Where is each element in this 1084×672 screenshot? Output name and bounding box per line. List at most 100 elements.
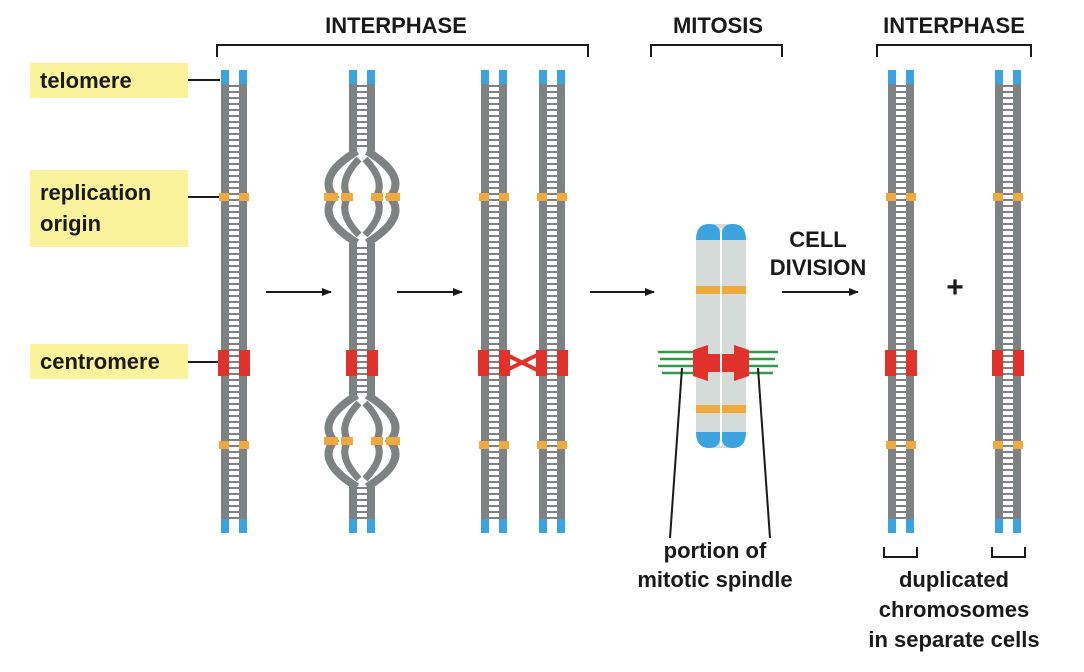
- replication-bubble-lower: [324, 391, 400, 491]
- interphase-right-title: INTERPHASE: [883, 13, 1025, 38]
- interphase-right-bracket: [876, 44, 1032, 57]
- chromatid-telomere-bottom-left: [696, 432, 720, 448]
- cell-division-label-line2: DIVISION: [770, 255, 867, 280]
- centromere-label: centromere: [30, 344, 220, 379]
- telomere-top-right: [906, 70, 914, 84]
- kinetochore-right: [734, 345, 749, 381]
- telomere-top-right: [499, 70, 507, 84]
- replication-origin-lower-left: [993, 441, 1003, 449]
- chromatid-telomere-top-right: [722, 224, 746, 240]
- dna-strand-right: [499, 70, 507, 533]
- telomere-bottom-left: [888, 519, 896, 533]
- spindle-label-line2: mitotic spindle: [637, 567, 792, 592]
- replication-origin-lower-left: [479, 441, 489, 449]
- replication-origin-label-box: [30, 170, 188, 247]
- replicated-chromosome-right-copy: [536, 70, 568, 533]
- telomere-bottom-left: [995, 519, 1003, 533]
- telomere-top-right: [239, 70, 247, 84]
- telomere-top-right: [367, 70, 375, 84]
- chromatid-telomere-top-left: [696, 224, 720, 240]
- telomere-bottom-right: [499, 519, 507, 533]
- centromere-right: [239, 350, 250, 376]
- duplicated-label-line1: duplicated: [899, 567, 1009, 592]
- centromere-left: [218, 350, 229, 376]
- replication-origin-lower-right: [557, 441, 567, 449]
- replication-origin-lower-left: [886, 441, 896, 449]
- telomere-bottom-right: [557, 519, 565, 533]
- replication-origin-upper-right: [1013, 193, 1023, 201]
- telomere-bottom-right: [906, 519, 914, 533]
- interphase-left-header: INTERPHASE: [216, 13, 589, 57]
- centromere-left: [478, 350, 489, 376]
- mitotic-chromosome: [658, 224, 778, 539]
- telomere-bottom-left: [481, 519, 489, 533]
- spindle-label-line1: portion of: [664, 538, 767, 563]
- centromere-left: [885, 350, 896, 376]
- replication-origin-upper-left: [993, 193, 1003, 201]
- daughter-chromosome-right: [992, 70, 1024, 533]
- chromatid-telomere-bottom-right: [722, 432, 746, 448]
- daughter-right-bracket: [991, 547, 1026, 558]
- unreplicated-chromosome: [218, 70, 250, 533]
- telomere-top-left: [349, 70, 357, 84]
- replication-origin-label-line1: replication: [40, 180, 151, 205]
- dna-strand-right: [239, 70, 247, 533]
- centromere-left: [346, 350, 357, 376]
- telomere-bottom-right: [367, 519, 375, 533]
- duplicated-label-line3: in separate cells: [868, 627, 1039, 652]
- replication-origin-upper-left: [219, 193, 229, 201]
- replicated-chromosome-left-copy: [478, 70, 510, 533]
- dna-strand-right: [906, 70, 914, 533]
- centromere-label-text: centromere: [40, 349, 160, 374]
- replicating-chromosome: [324, 70, 400, 533]
- telomere-bottom-left: [221, 519, 229, 533]
- replication-origin-lower-right: [499, 441, 509, 449]
- replication-origin-upper-left: [479, 193, 489, 201]
- spindle-pointer-right: [757, 367, 771, 539]
- interphase-left-title: INTERPHASE: [325, 13, 467, 38]
- telomere-top-left: [888, 70, 896, 84]
- centromere-left: [992, 350, 1003, 376]
- interphase-right-header: INTERPHASE: [876, 13, 1032, 57]
- replication-origin-lower-left: [537, 441, 547, 449]
- replication-origin-upper-left: [537, 193, 547, 201]
- daughter-chromosome-left: [885, 70, 917, 533]
- dna-strand-right: [1013, 70, 1021, 533]
- base-pair-rungs: [896, 85, 906, 519]
- centromere-right: [557, 350, 568, 376]
- telomere-bottom-left: [539, 519, 547, 533]
- base-pair-rungs: [547, 85, 557, 519]
- telomere-bottom-right: [239, 519, 247, 533]
- spindle-pointer-left: [669, 367, 683, 539]
- mitosis-bracket: [650, 44, 783, 57]
- dna-strand-left: [995, 70, 1003, 533]
- dna-strand-right: [557, 70, 565, 533]
- replication-origin-upper-right: [906, 193, 916, 201]
- replication-origin-lower-right: [239, 441, 249, 449]
- replication-origin-label: replication origin: [30, 170, 220, 247]
- telomere-top-right: [557, 70, 565, 84]
- telomere-top-right: [1013, 70, 1021, 84]
- replication-origin-upper-left: [886, 193, 896, 201]
- replication-origin-upper-right: [239, 193, 249, 201]
- dna-strand-left: [349, 70, 357, 533]
- centromere-left: [536, 350, 547, 376]
- centromere-right: [499, 350, 510, 376]
- plus-sign: +: [946, 271, 964, 304]
- telomere-top-left: [539, 70, 547, 84]
- telomere-top-left: [995, 70, 1003, 84]
- centromere-right: [1013, 350, 1024, 376]
- duplicated-label-line2: chromosomes: [879, 597, 1029, 622]
- telomere-bottom-right: [1013, 519, 1021, 533]
- telomere-label-box: [30, 63, 188, 98]
- telomere-top-left: [481, 70, 489, 84]
- daughter-left-bracket: [883, 547, 918, 558]
- centromere-label-box: [30, 344, 188, 379]
- kinetochore-left: [693, 345, 708, 381]
- replication-origin-upper-right: [557, 193, 567, 201]
- dna-strand-left: [888, 70, 896, 533]
- telomere-bottom-left: [349, 519, 357, 533]
- base-pair-rungs: [489, 85, 499, 519]
- sister-chromatid-cohesion-mark: [502, 351, 542, 374]
